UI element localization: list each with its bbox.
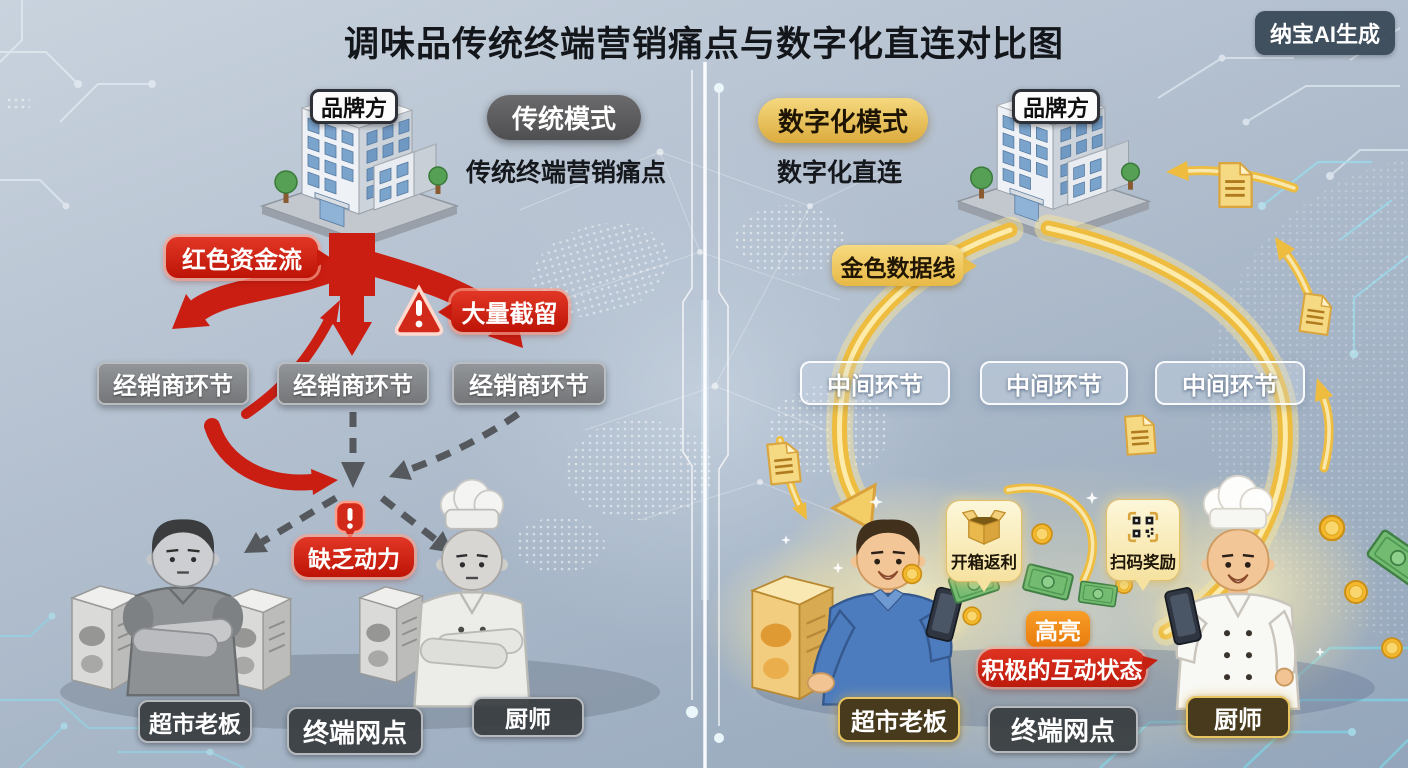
center-divider	[682, 62, 729, 768]
supermarket-boss-color	[806, 519, 964, 706]
open-box-icon	[962, 509, 1006, 545]
interaction-state-bubble: 积极的互动状态	[978, 649, 1158, 687]
role-label-terminal-right: 终端网点	[988, 706, 1138, 753]
role-label-supermarket-left: 超市老板	[138, 700, 252, 743]
dashed-weak-arrows	[260, 411, 521, 546]
scan-reward-label: 扫码奖励	[1110, 553, 1176, 572]
brand-label-left: 品牌方	[310, 89, 398, 124]
middle-box-3: 中间环节	[1155, 361, 1305, 405]
gold-data-line-bubble: 金色数据线	[832, 245, 977, 286]
middle-box-2: 中间环节	[980, 361, 1128, 405]
role-label-supermarket-right: 超市老板	[838, 697, 960, 742]
digital-mode-pill: 数字化模式	[758, 98, 928, 143]
distributor-box-3: 经销商环节	[452, 362, 606, 405]
highlight-badge: 高亮	[1026, 611, 1090, 647]
intercept-bubble: 大量截留	[438, 291, 568, 332]
brand-label-right: 品牌方	[1012, 89, 1100, 124]
circuit-decoration-top-left	[0, 0, 156, 210]
role-label-chef-left: 厨师	[472, 697, 584, 737]
motivation-bubble: 缺乏动力	[294, 537, 414, 577]
circuit-decoration-top-right	[1157, 27, 1408, 180]
gold-arrowheads	[792, 161, 1333, 532]
traditional-subtitle: 传统终端营销痛点	[466, 159, 667, 187]
middle-box-1: 中间环节	[800, 361, 950, 405]
unbox-reward-label: 开箱返利	[951, 553, 1017, 572]
role-label-terminal-left: 终端网点	[287, 707, 423, 755]
chef-color	[1164, 474, 1301, 711]
product-package-gray	[71, 585, 424, 692]
supermarket-boss-gray	[122, 519, 244, 697]
warning-triangle-icon	[394, 284, 444, 336]
page-title: 调味品传统终端营销痛点与数字化直连对比图	[343, 25, 1064, 64]
unbox-reward-bubble: 开箱返利	[946, 500, 1022, 592]
scan-reward-bubble: 扫码奖励	[1106, 499, 1180, 591]
red-money-flow-bubble: 红色资金流	[166, 237, 331, 278]
traditional-mode-pill: 传统模式	[487, 95, 641, 140]
chef-gray	[413, 478, 531, 708]
role-label-chef-right: 厨师	[1186, 696, 1290, 738]
distributor-box-1: 经销商环节	[97, 362, 249, 405]
qr-code-icon	[1127, 511, 1159, 542]
product-package-gold	[749, 575, 836, 701]
digital-subtitle: 数字化直连	[777, 159, 903, 187]
ai-watermark-badge: 纳宝AI生成	[1254, 11, 1395, 55]
distributor-box-2: 经销商环节	[277, 362, 429, 405]
exclamation-icon	[334, 500, 366, 540]
